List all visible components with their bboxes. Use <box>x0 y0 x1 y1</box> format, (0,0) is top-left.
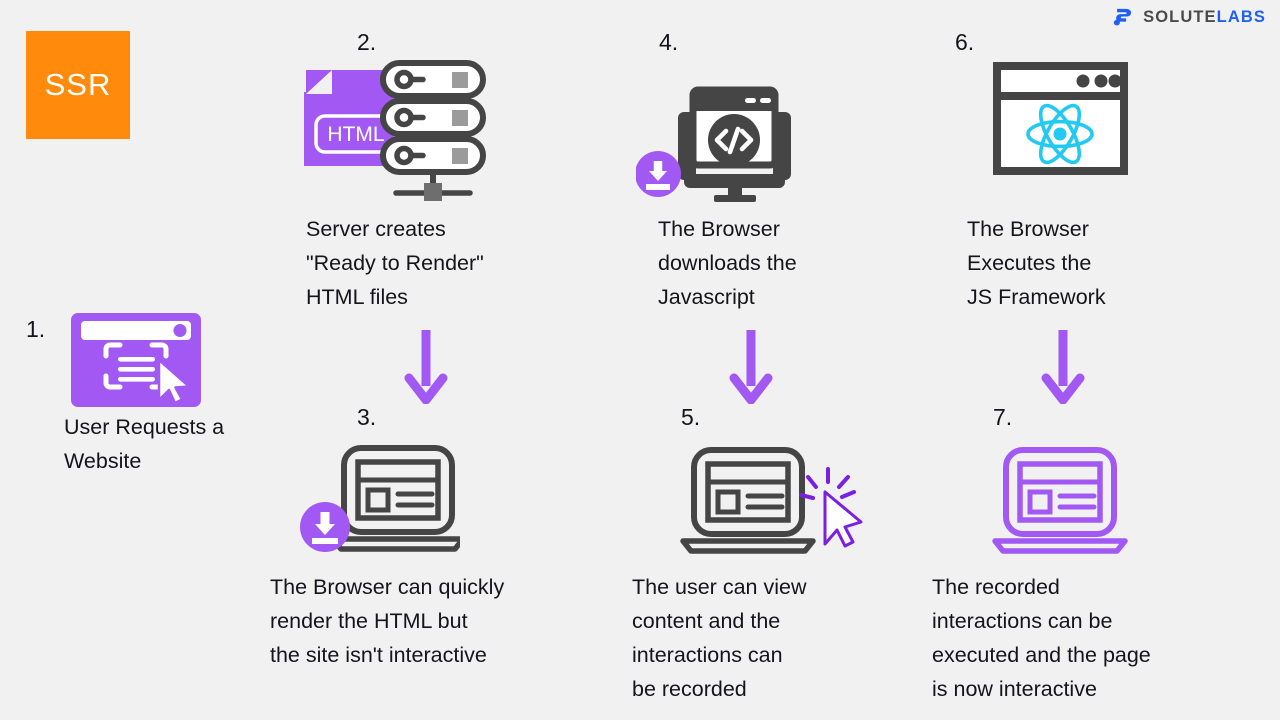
click-cursor-icon <box>799 467 863 548</box>
step-3-icon-group <box>300 440 460 555</box>
brand-wordmark: SOLUTELABS <box>1143 8 1266 27</box>
step-3-caption: The Browser can quickly render the HTML … <box>270 575 505 667</box>
arrow-step2-to-step3 <box>404 328 448 404</box>
laptop-icon <box>300 445 460 552</box>
step-number-2: 2. <box>357 29 377 55</box>
down-arrow-icon <box>404 330 448 404</box>
laptop-active-icon <box>992 447 1128 554</box>
monitor-code-icon <box>636 86 791 202</box>
down-arrow-icon <box>1041 330 1085 404</box>
step-6-icon-group <box>993 62 1128 175</box>
step-7-caption: The recorded interactions can be execute… <box>932 575 1151 701</box>
step-number-5: 5. <box>681 404 701 430</box>
step-number-4: 4. <box>659 29 679 55</box>
browser-window-cursor-icon <box>71 313 201 407</box>
step-4-caption: The Browser downloads the Javascript <box>658 217 797 309</box>
step-number-7: 7. <box>993 404 1013 430</box>
step-4-icon-group <box>636 62 821 202</box>
brand-name-solute: SOLUTE <box>1143 7 1217 26</box>
step-2-caption: Server creates "Ready to Render" HTML fi… <box>306 217 484 309</box>
step-number-1: 1. <box>26 316 46 342</box>
step-6-caption: The Browser Executes the JS Framework <box>967 217 1106 309</box>
download-badge-icon <box>636 151 681 197</box>
step-2-icon-group: HTML <box>300 56 490 211</box>
server-rack-icon: HTML <box>304 60 486 201</box>
brand-name-labs: LABS <box>1216 7 1266 26</box>
step-number-6: 6. <box>955 29 975 55</box>
arrow-step4-to-step5 <box>729 328 773 404</box>
ssr-badge: SSR <box>26 31 130 139</box>
ssr-badge-label: SSR <box>44 67 112 102</box>
step-1-caption: User Requests a Website <box>64 415 225 473</box>
step-5-icon-group <box>680 442 865 557</box>
step-5-caption: The user can view content and the intera… <box>632 575 807 701</box>
step-number-3: 3. <box>357 404 377 430</box>
solutelabs-s-mark-icon <box>1113 8 1132 26</box>
svg-text:HTML: HTML <box>327 123 384 146</box>
download-badge-icon <box>300 502 350 552</box>
browser-react-icon <box>993 62 1128 175</box>
step-1-icon-group <box>70 312 202 408</box>
step-7-icon-group <box>988 442 1138 557</box>
down-arrow-icon <box>729 330 773 404</box>
arrow-step6-to-step7 <box>1041 328 1085 404</box>
laptop-icon <box>680 447 863 554</box>
brand-logo: SOLUTELABS <box>1113 6 1266 28</box>
